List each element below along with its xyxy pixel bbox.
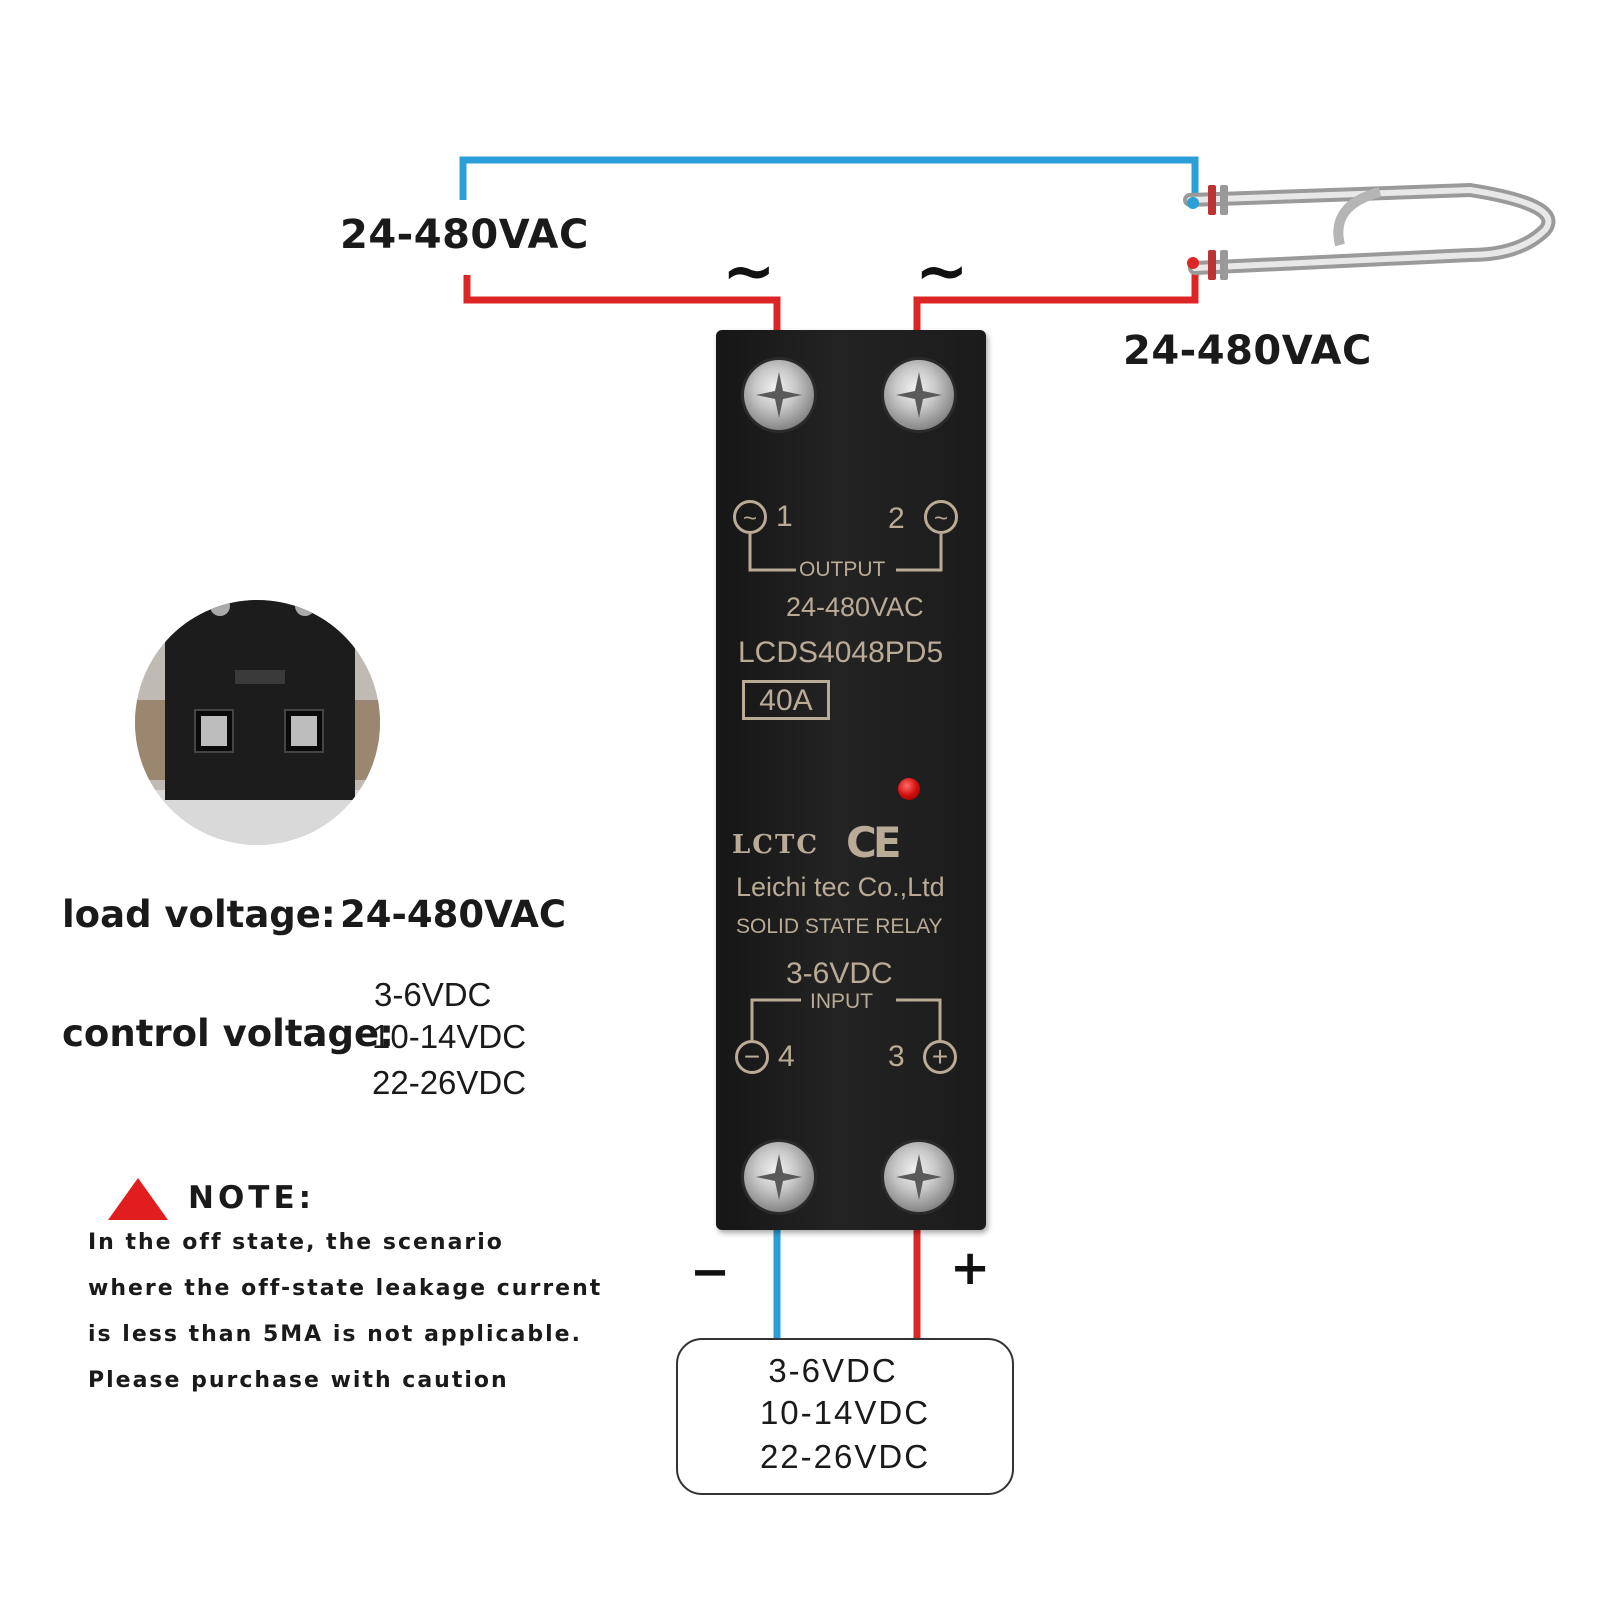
ac-terminal-icon-2: ~ [924,500,958,534]
product-type: SOLID STATE RELAY [736,915,943,938]
screw-icon-terminal-4 [744,1142,814,1212]
supply-voltage-2: 10-14VDC [759,1394,931,1431]
output-voltage: 24-480VAC [786,592,924,622]
ac-symbol-right: ~ [915,235,969,309]
supply-voltage-1: 3-6VDC [768,1352,898,1389]
heating-element-icon [1183,182,1556,280]
brand-logo: LCTC [732,830,820,860]
input-bracket [750,998,942,1040]
control-voltage-value-2: 10-14VDC [372,1018,527,1055]
terminal-number-4: 4 [778,1040,795,1073]
input-label: INPUT [810,990,873,1013]
current-rating-badge: 40A [742,680,830,720]
control-voltage-value-3: 22-26VDC [372,1064,527,1101]
warning-triangle-icon [108,1178,168,1220]
terminal-number-3: 3 [888,1040,905,1073]
blue-wire-top [459,156,1199,203]
ce-mark-icon: CE [846,818,901,867]
output-label: OUTPUT [799,558,886,581]
note-line-2: where the off-state leakage current [88,1276,603,1301]
plus-symbol: + [950,1240,991,1296]
note-line-3: is less than 5MA is not applicable. [88,1322,582,1347]
note-line-4: Please purchase with caution [88,1368,509,1393]
terminal-number-1: 1 [776,500,793,533]
minus-terminal-icon: − [735,1040,769,1074]
ac-voltage-label-right: 24-480VAC [1123,328,1372,374]
control-voltage-value-1: 3-6VDC [374,976,492,1013]
red-wire-left [463,275,781,330]
input-voltage: 3-6VDC [786,957,893,990]
screw-icon-terminal-3 [884,1142,954,1212]
manufacturer-name: Leichi tec Co.,Ltd [736,872,945,902]
load-voltage-label: load voltage: [62,893,336,936]
control-voltage-label: control voltage: [62,1012,394,1055]
status-led-icon [898,778,920,800]
note-title: NOTE: [188,1180,316,1216]
output-bracket [748,534,943,572]
ac-voltage-label-left: 24-480VAC [340,212,589,258]
note-line-1: In the off state, the scenario [88,1230,504,1255]
supply-voltage-3: 22-26VDC [759,1438,931,1475]
solid-state-relay: ~ 1 2 ~ OUTPUT 24-480VAC LCDS4048PD5 40A… [716,330,986,1230]
plus-terminal-icon: + [923,1040,957,1074]
red-wire-right [913,263,1199,330]
relay-back-photo [135,600,380,845]
terminal-number-2: 2 [888,502,905,535]
model-number: LCDS4048PD5 [738,636,944,669]
screw-icon-terminal-2 [884,360,954,430]
dc-supply-box: 3-6VDC 10-14VDC 22-26VDC [676,1338,1014,1495]
ac-terminal-icon-1: ~ [733,500,767,534]
screw-icon-terminal-1 [744,360,814,430]
load-voltage-value: 24-480VAC [340,893,566,936]
minus-symbol: − [690,1244,731,1300]
ac-symbol-left: ~ [722,235,776,309]
